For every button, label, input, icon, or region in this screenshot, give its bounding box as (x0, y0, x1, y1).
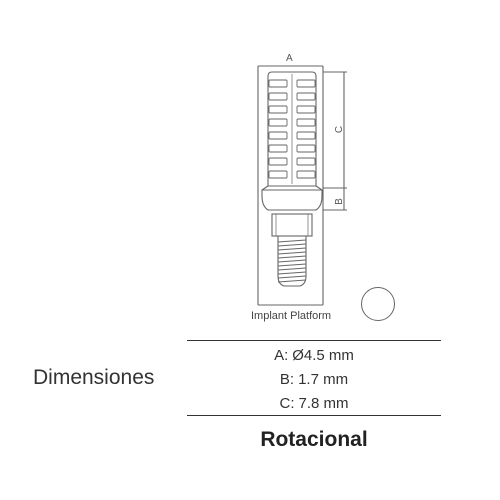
retention-groove (268, 105, 288, 114)
screw-thread (277, 259, 307, 263)
collar-outline (261, 189, 323, 211)
retention-groove (296, 131, 316, 140)
dimensions-heading: Dimensiones (33, 366, 155, 389)
implant-platform-circle-icon (361, 287, 395, 321)
dimension-row-b: B:1.7 mm (187, 368, 441, 392)
specs-top-divider (187, 340, 441, 341)
screw-thread (277, 243, 307, 247)
screw-thread (277, 263, 307, 267)
retention-groove (268, 131, 288, 140)
dimension-row-a: A:Ø4.5 mm (187, 344, 441, 368)
specs-bottom-divider (187, 415, 441, 416)
retention-groove (296, 144, 316, 153)
dimension-key: A: (274, 347, 289, 364)
retention-groove (268, 144, 288, 153)
screw-thread (277, 275, 307, 279)
screw-outline (277, 235, 307, 287)
connection-type-label: Rotacional (260, 428, 368, 451)
screw-thread (277, 255, 307, 259)
screw-thread (277, 271, 307, 275)
screw-thread (277, 279, 307, 283)
dimension-key: C: (279, 395, 295, 412)
hex-outline (271, 213, 313, 237)
retention-groove (296, 170, 316, 179)
dimension-letter-c: C (334, 125, 346, 134)
post-outline (267, 71, 317, 187)
retention-groove (268, 118, 288, 127)
retention-groove (296, 92, 316, 101)
dimension-letter-b: B (333, 198, 345, 205)
dimension-value: 1.7 mm (298, 371, 349, 388)
retention-groove (268, 92, 288, 101)
screw-thread (277, 247, 307, 251)
retention-groove (268, 79, 288, 88)
screw-thread (277, 251, 307, 255)
dimensions-list: A:Ø4.5 mm B:1.7 mm C:7.8 mm (187, 344, 441, 416)
abutment-drawing (257, 65, 347, 306)
dimension-row-c: C:7.8 mm (187, 392, 441, 416)
retention-groove (296, 79, 316, 88)
screw-thread (277, 239, 307, 243)
retention-groove (296, 105, 316, 114)
implant-platform-label: Implant Platform (251, 310, 332, 322)
screw-thread (277, 267, 307, 271)
dimension-key: B: (279, 371, 295, 388)
dimension-letter-a: A (286, 53, 293, 64)
retention-groove (268, 157, 288, 166)
dimension-value: 7.8 mm (298, 395, 349, 412)
retention-groove (296, 157, 316, 166)
retention-groove (268, 170, 288, 179)
retention-groove (296, 118, 316, 127)
dimension-value: Ø4.5 mm (292, 347, 354, 364)
